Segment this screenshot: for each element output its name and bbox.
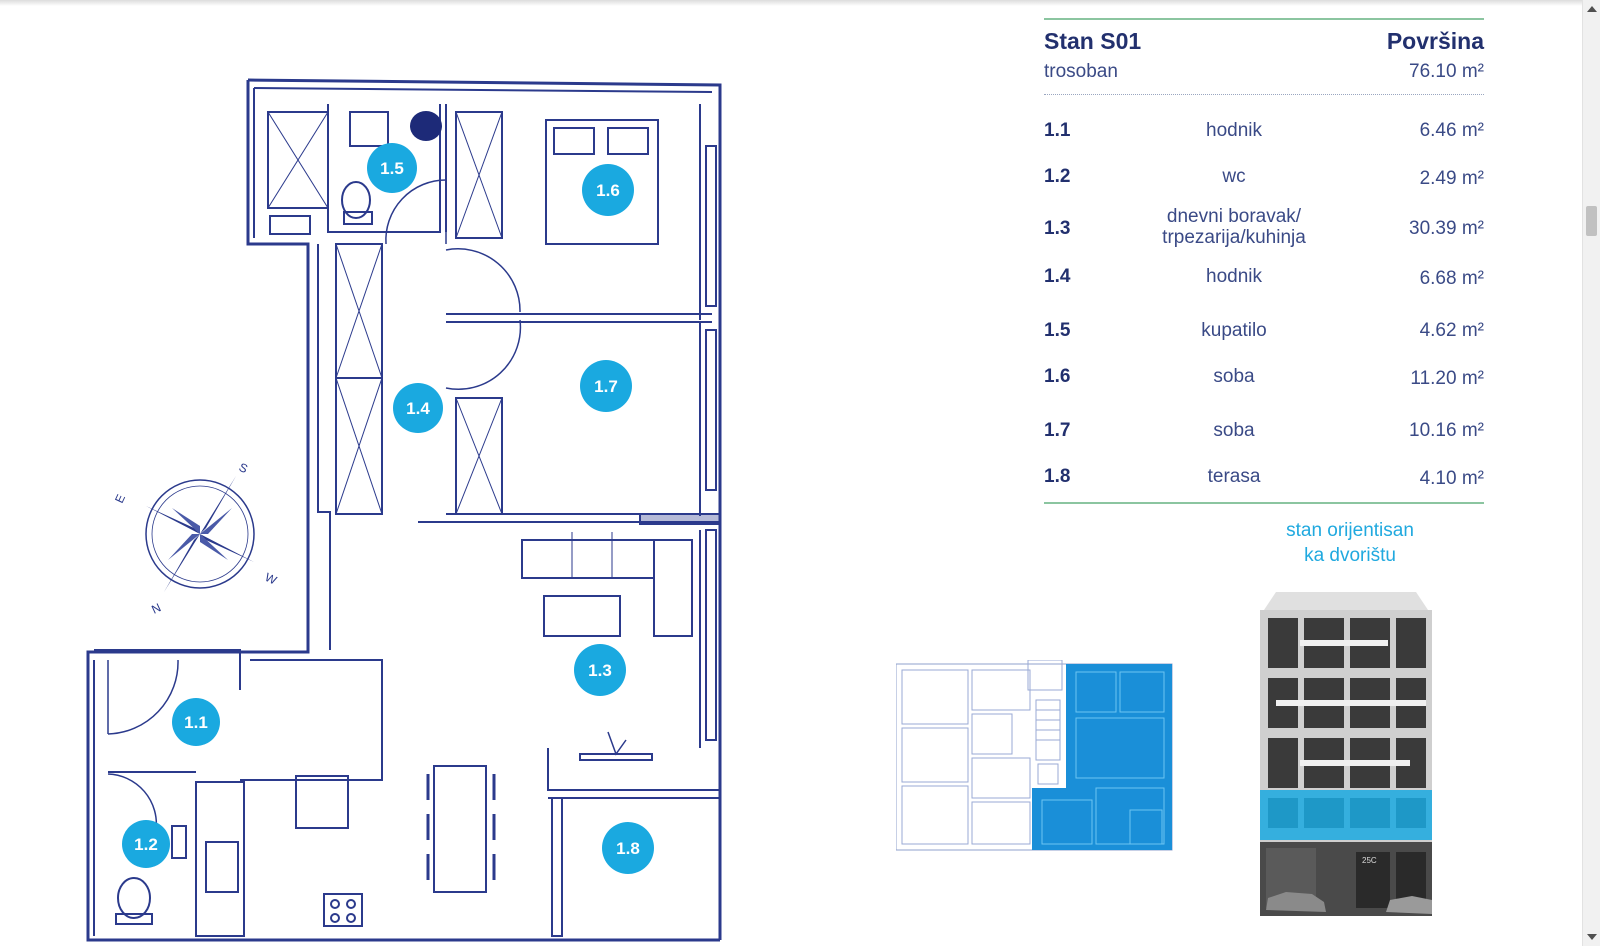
divider-dotted: [1044, 94, 1484, 95]
orientation-note: stan orijentisan ka dvorištu: [1220, 518, 1480, 568]
room-area: 30.39 m²: [1409, 218, 1484, 239]
room-marker-label: 1.6: [596, 181, 620, 200]
compass-w-label: W: [263, 570, 280, 588]
room-number: 1.5: [1044, 320, 1071, 341]
room-row: 1.6 soba 11.20 m²: [1044, 356, 1484, 396]
room-marker-1-3[interactable]: 1.3: [574, 644, 626, 696]
vertical-scrollbar[interactable]: [1582, 0, 1600, 946]
room-marker-label: 1.1: [184, 713, 208, 732]
room-area: 2.49 m²: [1419, 168, 1484, 189]
room-number: 1.8: [1044, 466, 1071, 487]
room-name: hodnik: [1206, 266, 1262, 287]
room-row: 1.7 soba 10.16 m²: [1044, 410, 1484, 450]
room-number: 1.4: [1044, 266, 1071, 287]
highlighted-floor: [1260, 790, 1432, 840]
room-number: 1.1: [1044, 120, 1071, 141]
room-area: 4.10 m²: [1419, 468, 1484, 489]
scrollbar-thumb[interactable]: [1586, 206, 1597, 236]
room-name: soba: [1213, 420, 1255, 441]
room-name: wc: [1222, 166, 1246, 187]
room-number: 1.3: [1044, 218, 1071, 239]
building-facade-image: 25C: [1260, 592, 1432, 916]
floor-plan: S E W N 1.1 1.2 1.3 1.4 1.5 1.6 1.7 1.8: [86, 78, 722, 942]
room-marker-1-2[interactable]: 1.2: [122, 820, 170, 868]
room-row: 1.8 terasa 4.10 m²: [1044, 456, 1484, 496]
room-name: kupatilo: [1201, 320, 1267, 341]
building-key-plan: [896, 660, 1173, 851]
total-area: 76.10 m²: [1409, 61, 1484, 82]
room-marker-1-5[interactable]: 1.5: [367, 143, 417, 193]
room-marker-1-4[interactable]: 1.4: [393, 383, 443, 433]
room-row: 1.2 wc 2.49 m²: [1044, 156, 1484, 196]
room-row: 1.4 hodnik 6.68 m²: [1044, 256, 1484, 296]
area-header: Površina: [1386, 28, 1484, 54]
divider-bottom: [1044, 502, 1484, 504]
top-shadow: [0, 0, 1582, 6]
room-markers: 1.1 1.2 1.3 1.4 1.5 1.6 1.7 1.8: [122, 143, 654, 874]
room-marker-label: 1.5: [380, 159, 404, 178]
room-marker-label: 1.7: [594, 377, 618, 396]
compass-e-label: E: [112, 492, 128, 505]
compass-n-label: N: [149, 600, 163, 616]
orientation-line: stan orijentisan: [1286, 520, 1414, 541]
room-marker-1-6[interactable]: 1.6: [582, 164, 634, 216]
highlighted-unit: [1032, 664, 1172, 850]
room-name-line: dnevni boravak/: [1166, 206, 1302, 227]
compass-s-label: S: [237, 460, 250, 476]
room-marker-1-7[interactable]: 1.7: [580, 360, 632, 412]
building-number-sign: 25C: [1362, 856, 1377, 865]
room-area: 6.46 m²: [1419, 120, 1484, 141]
room-area: 6.68 m²: [1419, 268, 1484, 289]
room-number: 1.6: [1044, 366, 1071, 387]
room-marker-1-8[interactable]: 1.8: [602, 822, 654, 874]
room-name: hodnik: [1206, 120, 1262, 141]
room-name-line: trpezarija/kuhinja: [1162, 227, 1306, 248]
orientation-line: ka dvorištu: [1304, 545, 1396, 566]
room-name: soba: [1213, 366, 1255, 387]
room-area: 11.20 m²: [1410, 368, 1484, 389]
scroll-down-arrow-icon[interactable]: [1587, 934, 1597, 940]
room-marker-label: 1.3: [588, 661, 612, 680]
room-marker-1-1[interactable]: 1.1: [172, 698, 220, 746]
divider-top: [1044, 18, 1484, 20]
scroll-up-arrow-icon[interactable]: [1587, 6, 1597, 12]
room-row: 1.5 kupatilo 4.62 m²: [1044, 310, 1484, 350]
room-marker-label: 1.8: [616, 839, 640, 858]
room-marker-label: 1.2: [134, 835, 158, 854]
room-area: 10.16 m²: [1409, 420, 1484, 441]
room-number: 1.2: [1044, 166, 1071, 187]
room-area: 4.62 m²: [1419, 320, 1484, 341]
room-name: dnevni boravak/ trpezarija/kuhinja: [1124, 206, 1344, 248]
room-name: terasa: [1207, 466, 1261, 487]
room-number: 1.7: [1044, 420, 1071, 441]
apartment-type: trosoban: [1044, 61, 1118, 82]
apartment-title: Stan S01: [1044, 28, 1142, 54]
apartment-info-panel: Stan S01 trosoban Površina 76.10 m² 1.1 …: [1044, 18, 1484, 508]
compass: S E W N: [112, 460, 279, 617]
room-row: 1.3 dnevni boravak/ trpezarija/kuhinja 3…: [1044, 206, 1484, 248]
room-row: 1.1 hodnik 6.46 m²: [1044, 110, 1484, 150]
room-marker-label: 1.4: [406, 399, 430, 418]
